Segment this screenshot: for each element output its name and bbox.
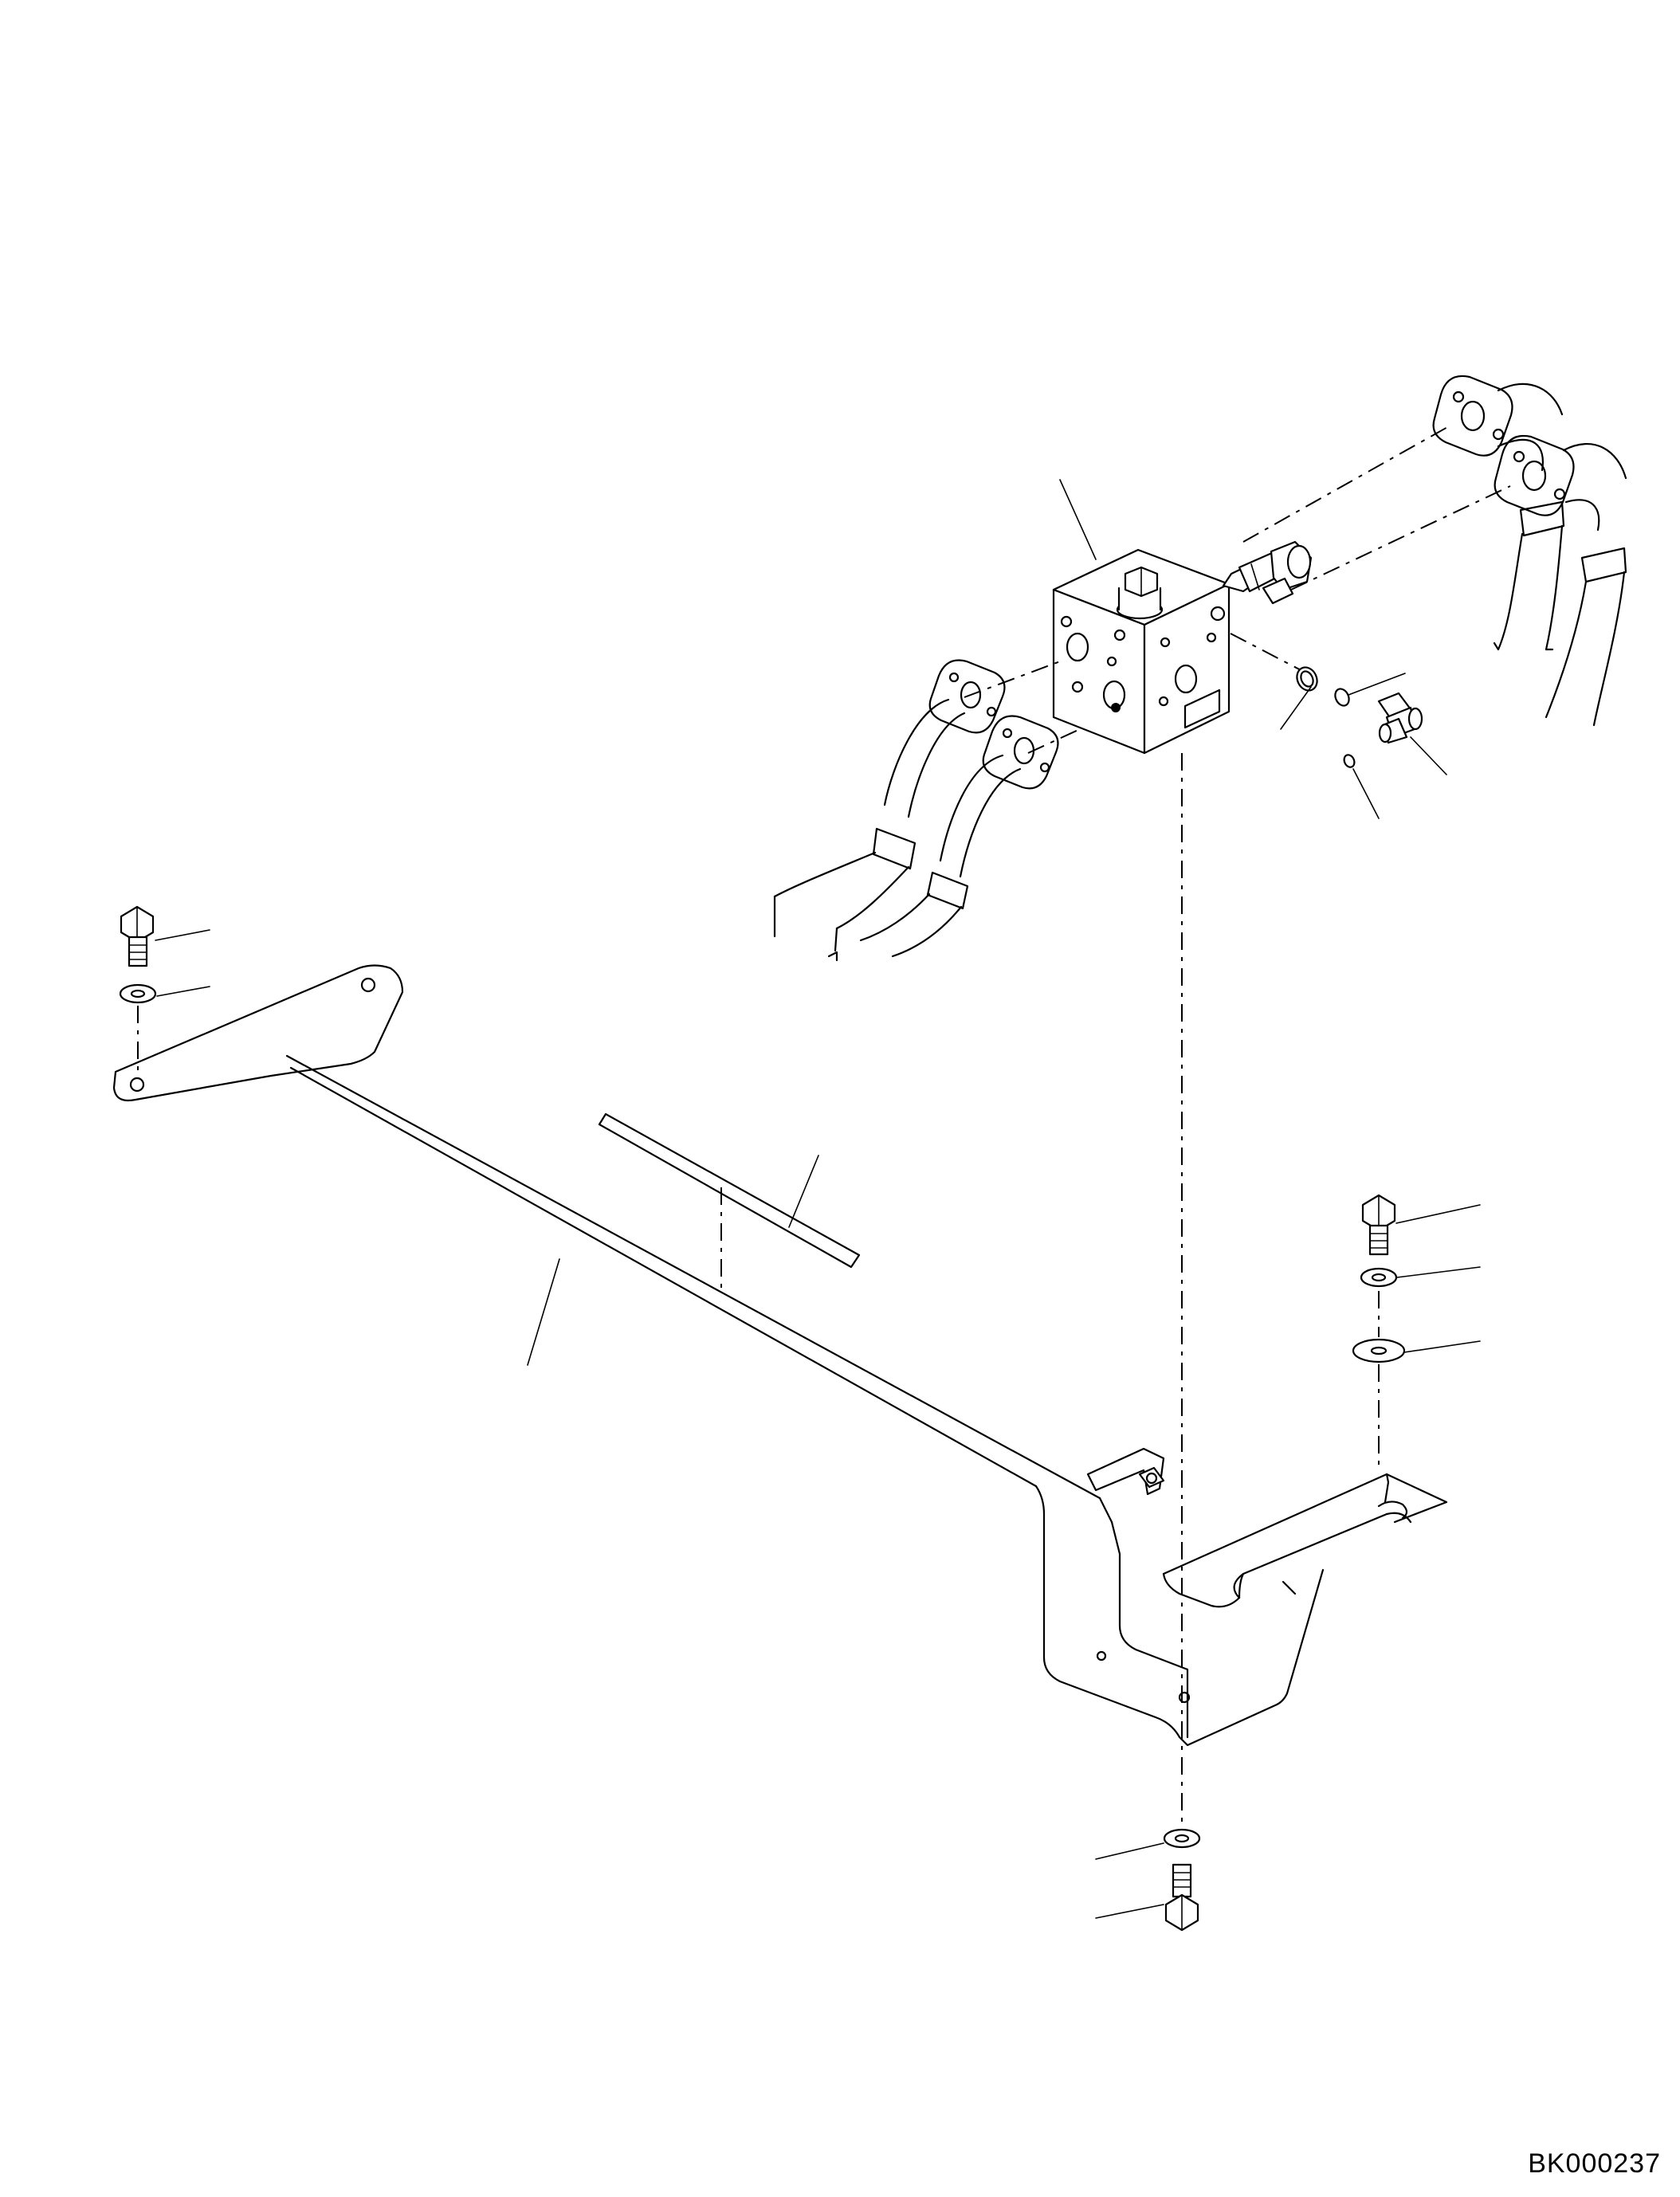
- rubber-strip: [598, 1112, 861, 1295]
- centerline: [1290, 485, 1511, 590]
- bottom-washer: [1163, 1828, 1201, 1849]
- left-bolt: [120, 905, 155, 967]
- mounting-bracket: [112, 964, 1448, 1747]
- valve-block: [1052, 548, 1231, 755]
- hose-left-pair: [773, 659, 1059, 962]
- fittings: [1230, 633, 1423, 768]
- centerline: [1242, 426, 1450, 543]
- bottom-bolt: [1164, 1863, 1199, 1932]
- hose-right-pair: [1432, 375, 1627, 727]
- centerline: [964, 661, 1061, 698]
- centerline: [1027, 728, 1081, 754]
- drawing-code: BK000237: [1528, 2148, 1661, 2179]
- leader-lines: [155, 479, 1481, 1919]
- left-washer: [119, 983, 157, 1072]
- right-washer: [1360, 1267, 1398, 1288]
- right-bolt: [1361, 1194, 1396, 1256]
- solenoid-valve: [1222, 540, 1313, 605]
- right-large-washer: [1352, 1291, 1406, 1466]
